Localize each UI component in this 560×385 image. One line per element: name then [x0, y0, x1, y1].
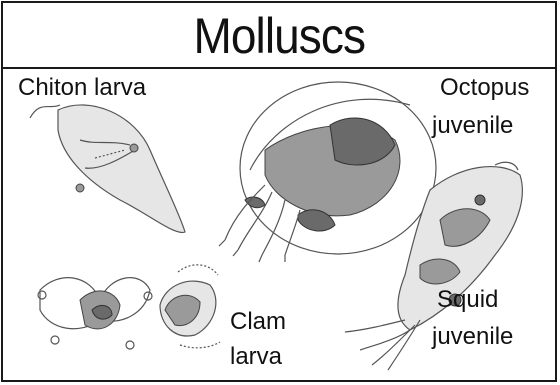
octopus-juvenile-illustration	[219, 82, 436, 262]
clam-larva-label-line1: Clam	[230, 307, 286, 337]
octopus-juvenile-label-line1: Octopus	[440, 73, 529, 103]
veliger-larva-illustration	[38, 278, 152, 349]
clam-larva-label-line2: larva	[230, 342, 282, 372]
squid-juvenile-label-line2: juvenile	[432, 322, 513, 352]
chiton-larva-illustration	[30, 105, 185, 233]
squid-juvenile-label-line1: Squid	[437, 285, 498, 315]
chiton-larva-label: Chiton larva	[18, 73, 146, 103]
octopus-juvenile-label-line2: juvenile	[432, 111, 513, 141]
clam-larva-illustration	[160, 265, 220, 348]
